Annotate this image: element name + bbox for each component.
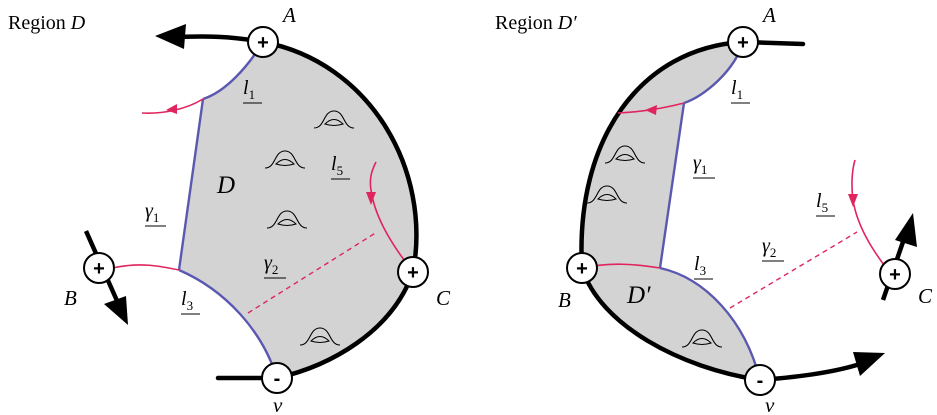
red-arrow-l1 <box>166 104 177 114</box>
curve-l3 <box>178 268 279 379</box>
point-label-a: A <box>281 3 296 27</box>
panel-title: Region D′ <box>495 12 577 34</box>
curve-gamma2 <box>247 231 378 314</box>
arrow-a-head <box>155 24 186 49</box>
node-c: + <box>879 258 911 290</box>
node-c-sign: + <box>889 264 901 286</box>
point-label-v: v <box>273 393 283 415</box>
curve-red-l5 <box>369 161 414 273</box>
curve-gamma2 <box>729 231 858 309</box>
curve-gamma1 <box>658 102 686 269</box>
label-l5: l5 <box>816 190 828 215</box>
label-l5: l5 <box>331 153 343 178</box>
arrow-c-head <box>895 213 917 247</box>
label-gamma1: γ1 <box>145 200 159 225</box>
node-a: + <box>247 26 279 58</box>
red-arrow-l5 <box>366 192 376 205</box>
arrow-b-head <box>104 296 128 325</box>
label-l3: l3 <box>181 288 193 313</box>
point-label-a: A <box>761 3 776 27</box>
node-c: + <box>397 256 429 288</box>
point-label-c: C <box>918 284 933 308</box>
label-l3: l3 <box>694 253 706 278</box>
label-gamma1: γ1 <box>693 152 707 177</box>
red-arrow-l1 <box>645 105 657 115</box>
panel-region-d-prime: Region D′ D′ l1 γ1 l5 <box>495 3 933 415</box>
node-a-sign: + <box>257 32 269 54</box>
panel-region-d: Region D D l1 l5 γ1 <box>8 3 451 415</box>
node-v-sign: - <box>274 368 281 390</box>
node-b-sign: + <box>93 258 105 280</box>
node-b-sign: + <box>576 258 588 280</box>
curve-l3 <box>659 266 762 381</box>
arrow-v-head <box>853 352 885 376</box>
node-v-sign: - <box>757 370 764 392</box>
node-a: + <box>727 26 759 58</box>
label-gamma2: γ2 <box>762 235 776 260</box>
node-v: - <box>744 364 776 396</box>
node-v: - <box>261 362 293 394</box>
node-b: + <box>566 252 598 284</box>
region-label: D′ <box>626 282 651 309</box>
shaded-region <box>581 42 760 380</box>
region-label: D <box>216 172 235 199</box>
point-label-b: B <box>558 288 571 312</box>
label-l1: l1 <box>243 77 255 102</box>
label-gamma2: γ2 <box>264 252 278 277</box>
red-arrow-l5 <box>848 194 858 207</box>
curve-gamma1 <box>177 98 205 271</box>
point-label-b: B <box>64 286 77 310</box>
node-a-sign: + <box>737 32 749 54</box>
shaded-region <box>179 42 417 378</box>
outer-boundary-arc <box>260 39 419 381</box>
node-c-sign: + <box>407 262 419 284</box>
label-l1: l1 <box>731 77 743 102</box>
point-label-v: v <box>765 393 775 415</box>
point-label-c: C <box>436 286 451 310</box>
node-b: + <box>83 252 115 284</box>
curve-red-l3 <box>111 264 180 271</box>
panel-title: Region D <box>8 12 86 34</box>
